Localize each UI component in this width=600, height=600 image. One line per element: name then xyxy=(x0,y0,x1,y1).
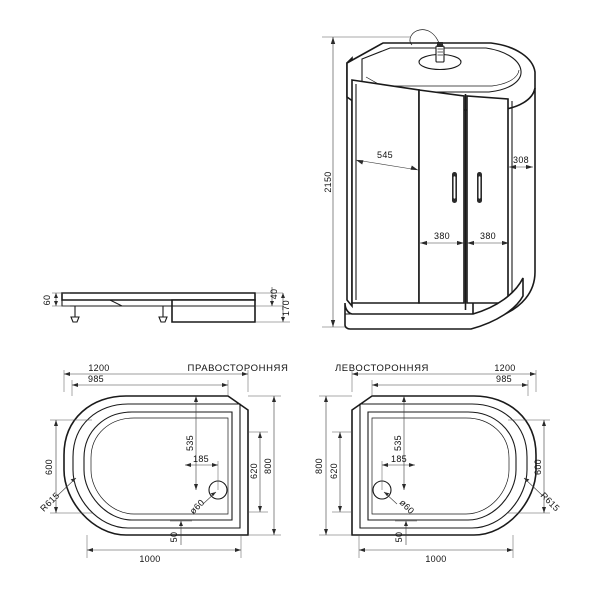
dim-label-800-left: 800 xyxy=(314,458,324,474)
profile-leg-left xyxy=(70,306,80,323)
dim-185-right: 185 xyxy=(185,454,219,490)
dim-380-right: 380 xyxy=(467,231,509,246)
tray-basin-left xyxy=(367,411,517,521)
dim-170: 170 xyxy=(255,293,291,323)
tray-rim-left xyxy=(359,403,528,529)
door-handle-left[interactable] xyxy=(452,172,457,203)
dim-985-left: 985 xyxy=(371,374,529,396)
dim-label-620-left: 620 xyxy=(329,463,339,479)
dim-185-left: 185 xyxy=(381,454,415,490)
dim-label-620-right: 620 xyxy=(249,463,259,479)
dim-label-1000-left: 1000 xyxy=(425,554,446,564)
dim-620-left: 620 xyxy=(329,431,352,513)
dim-1000-left: 1000 xyxy=(358,535,514,564)
dim-800-left: 800 xyxy=(314,395,352,536)
dim-label-50-right: 50 xyxy=(169,532,179,543)
plan-view-right-sided: ПРАВОСТОРОННЯЯ 1200 985 xyxy=(38,363,288,564)
dim-620-right: 620 xyxy=(248,431,268,513)
dim-label-170: 170 xyxy=(281,300,291,316)
dim-label-985-left: 985 xyxy=(496,374,512,384)
dim-label-1200-right: 1200 xyxy=(88,363,109,373)
dim-308: 308 xyxy=(509,155,533,170)
dim-40: 40 xyxy=(255,287,283,307)
profile-tray-lip xyxy=(68,299,172,307)
elevation-view: 2150 xyxy=(322,29,536,330)
dim-545: 545 xyxy=(355,150,419,171)
dim-label-308: 308 xyxy=(513,155,529,165)
dim-label-600-right: 600 xyxy=(44,459,54,475)
profile-tray-slab xyxy=(61,292,256,301)
dim-60: 60 xyxy=(42,292,70,307)
plan-left-title: ЛЕВОСТОРОННЯЯ xyxy=(335,363,429,374)
tray-basin-right xyxy=(83,411,233,521)
profile-leg-right xyxy=(158,306,168,323)
door-handle-right[interactable] xyxy=(477,172,482,203)
dim-985-right: 985 xyxy=(71,374,229,396)
shower-fitting-body xyxy=(435,45,445,63)
dim-1000-right: 1000 xyxy=(86,535,242,564)
profile-view: 60 40 170 xyxy=(42,287,291,323)
dim-600-left: 600 xyxy=(508,419,550,514)
dim-label-535-right: 535 xyxy=(185,435,195,451)
dim-50-left: 50 xyxy=(394,520,417,545)
fitting-cap xyxy=(437,42,443,47)
dim-label-185-left: 185 xyxy=(391,454,407,464)
glass-fixed-panel-left xyxy=(351,79,420,304)
dim-label-185-right: 185 xyxy=(193,454,209,464)
tray-rim-right xyxy=(72,403,241,529)
sliding-door-b xyxy=(466,95,509,304)
profile-apron-block xyxy=(171,299,256,323)
dim-label-r615-left: R615 xyxy=(539,490,562,513)
dim-label-40: 40 xyxy=(269,289,279,300)
arrow-2150-top xyxy=(330,37,336,44)
dim-label-600-left: 600 xyxy=(533,459,543,475)
dim-1200-right: 1200 xyxy=(63,363,249,392)
tray-basin-inner-right xyxy=(90,417,229,515)
tray-basin-inner-left xyxy=(371,417,510,515)
dim-label-380-left: 380 xyxy=(434,231,450,241)
dim-label-50-left: 50 xyxy=(394,532,404,543)
shower-hose xyxy=(409,29,440,46)
dim-label-985-right: 985 xyxy=(88,374,104,384)
sliding-door-a xyxy=(418,89,465,304)
arrow-2150-bottom xyxy=(330,320,336,327)
dim-535-right: 535 xyxy=(185,396,198,490)
dim-1200-left: 1200 xyxy=(351,363,537,392)
plan-right-title: ПРАВОСТОРОННЯЯ xyxy=(188,363,289,374)
dim-label-380-right: 380 xyxy=(480,231,496,241)
cabin-lid-ridge xyxy=(365,69,520,87)
dim-label-60: 60 xyxy=(42,295,52,306)
dim-label-535-left: 535 xyxy=(393,435,403,451)
cabin-left-edge xyxy=(346,56,353,309)
dim-label-height-2150: 2150 xyxy=(323,171,333,192)
dim-label-1200-left: 1200 xyxy=(494,363,515,373)
dim-380-left: 380 xyxy=(420,231,464,246)
dim-600-right: 600 xyxy=(44,419,92,514)
dim-800-right: 800 xyxy=(248,395,281,536)
plan-view-left-sided: ЛЕВОСТОРОННЯЯ 1200 985 xyxy=(314,363,562,564)
cabin-base-apron xyxy=(344,277,524,330)
dim-535-left: 535 xyxy=(393,396,406,490)
dim-label-800-right: 800 xyxy=(263,458,273,474)
dim-label-545: 545 xyxy=(377,150,393,160)
dim-50-right: 50 xyxy=(169,520,192,545)
dim-label-r615-right: R615 xyxy=(38,490,61,513)
dim-label-1000-right: 1000 xyxy=(139,554,160,564)
